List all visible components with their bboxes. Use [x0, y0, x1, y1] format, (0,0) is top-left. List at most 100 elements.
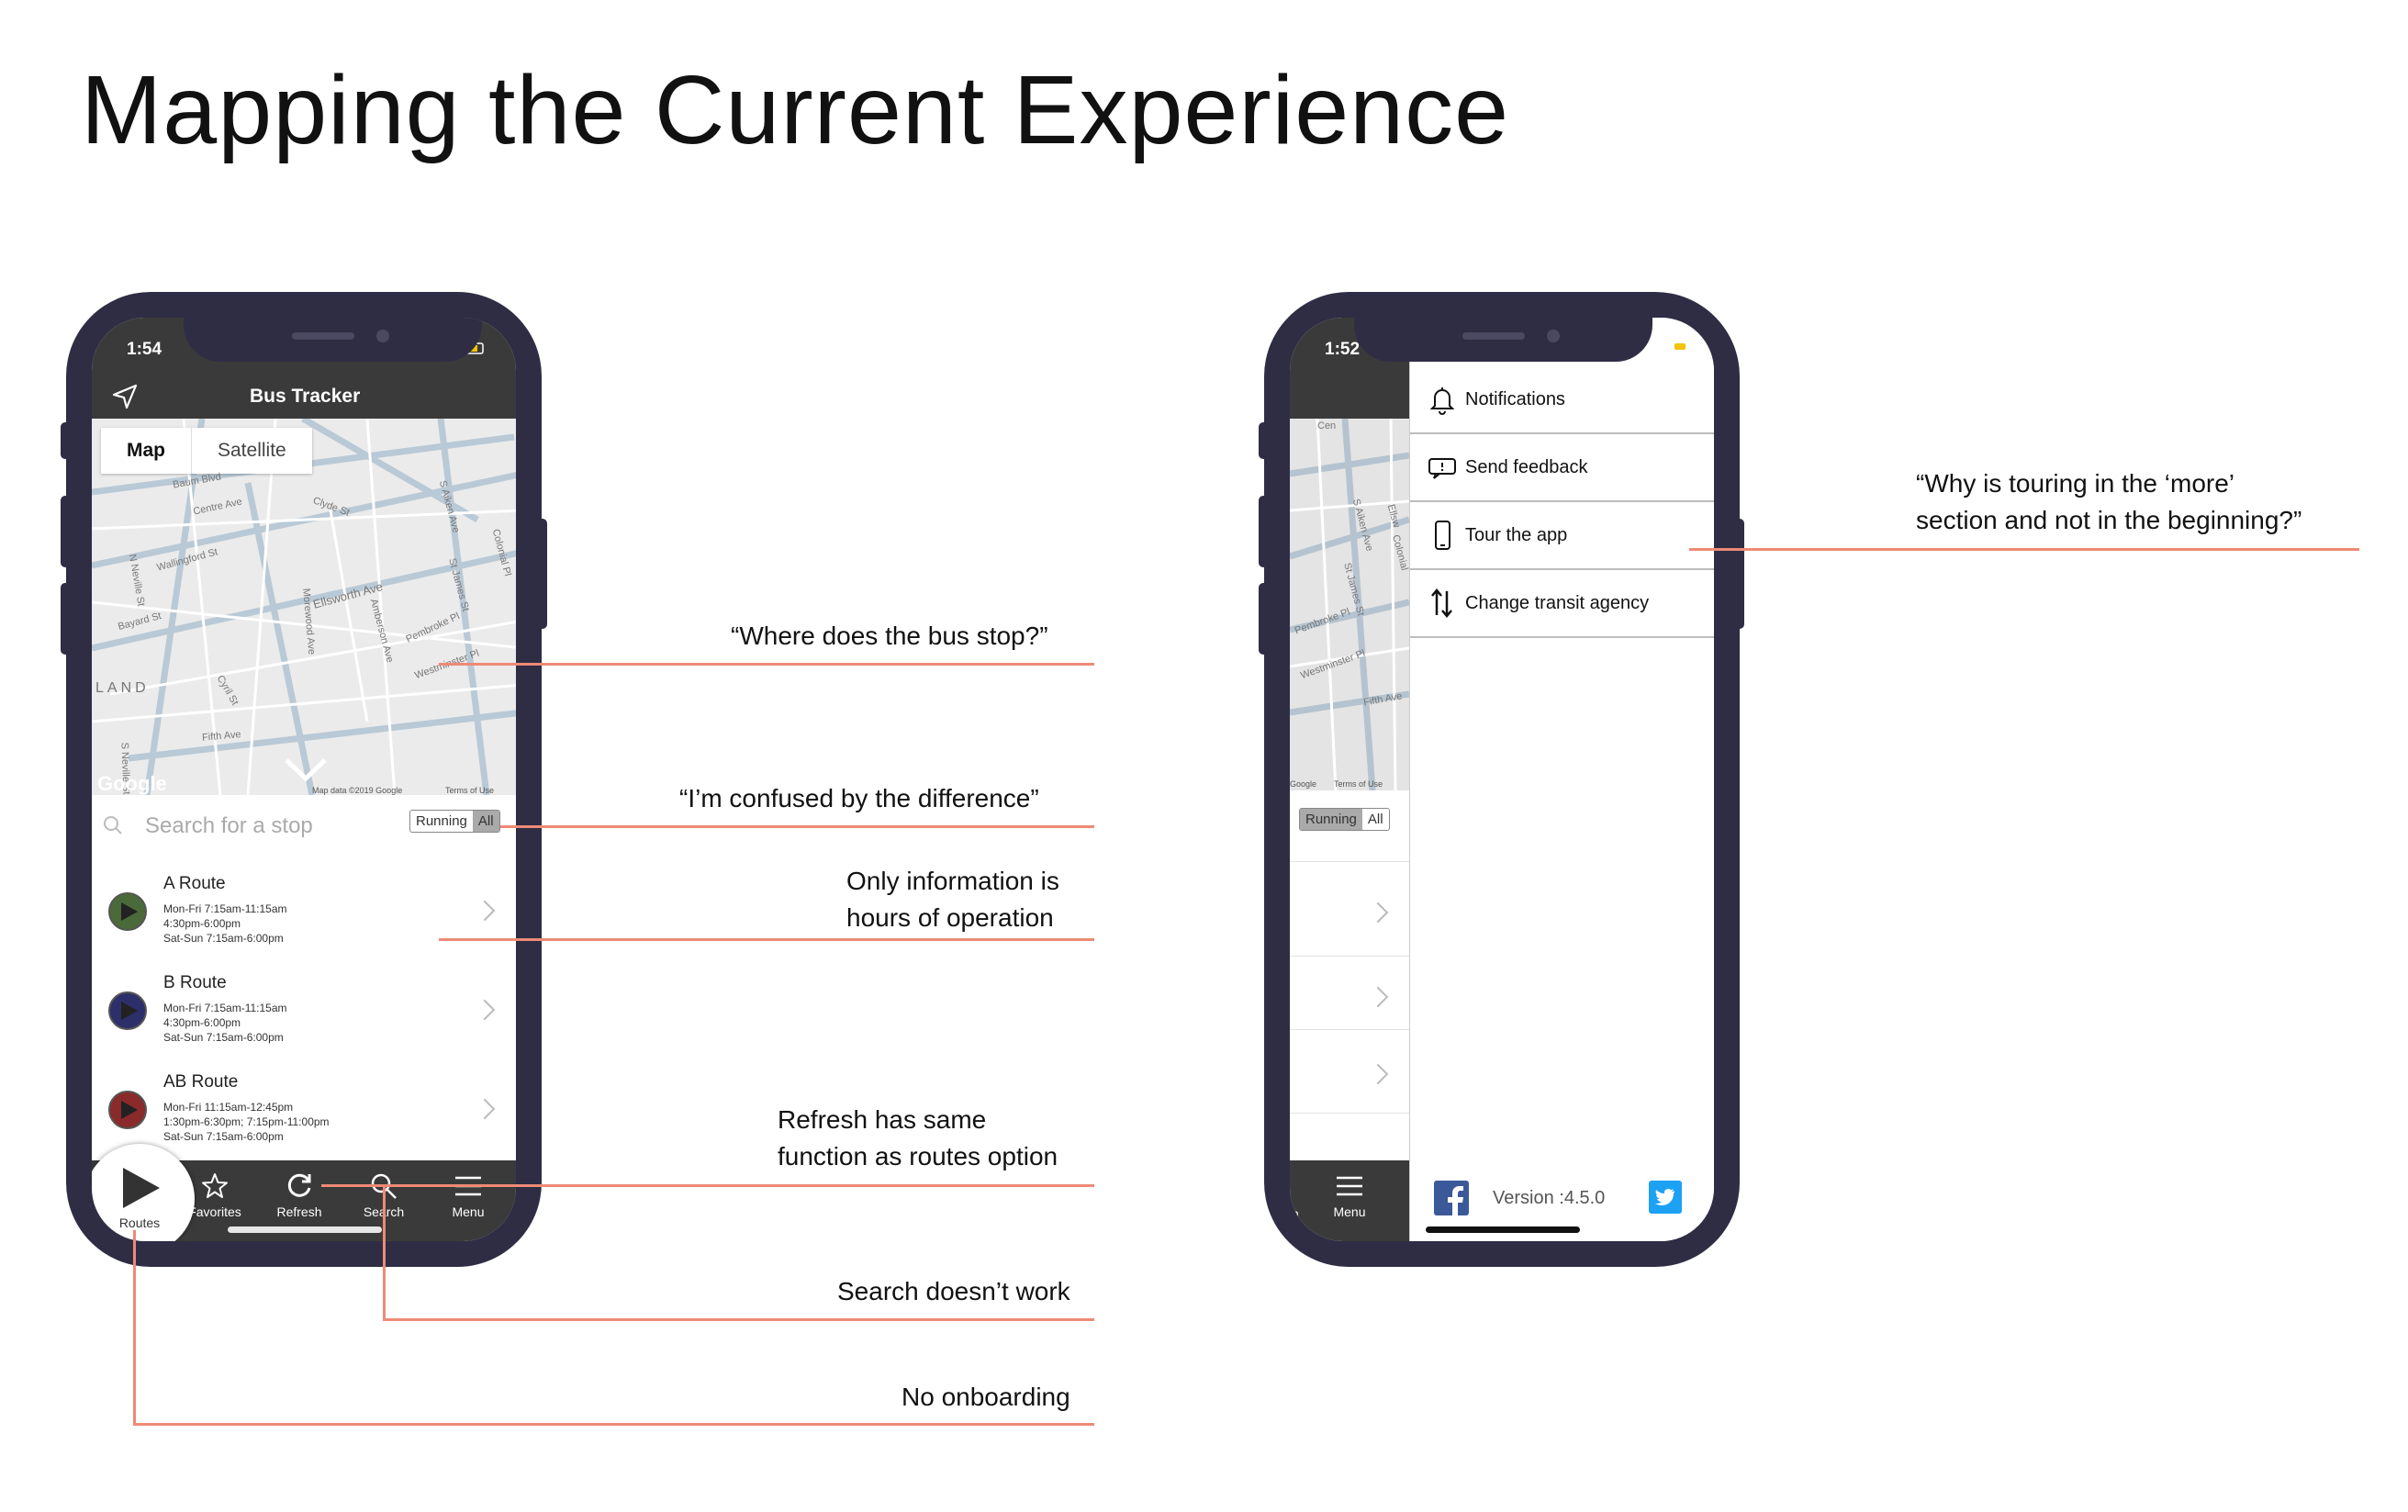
annotation-onboarding: No onboarding [902, 1383, 1070, 1411]
divider [1290, 861, 1409, 862]
map-view[interactable]: Map Satellite Centre Ave Ellsworth Ave B… [92, 419, 516, 795]
filter-running[interactable]: Running [416, 813, 467, 829]
menu-item-change-transit-agency[interactable]: Change transit agency [1410, 569, 1714, 638]
tab-menu[interactable]: Menu [427, 1171, 510, 1219]
filter-all[interactable]: All [1367, 812, 1383, 827]
route-name: AB Route [163, 1072, 239, 1092]
chevron-right-icon [1367, 986, 1389, 1008]
map-terms-link: Terms of Use [1334, 779, 1383, 789]
phone-icon [1435, 521, 1450, 550]
annotation-touring-2: section and not in the beginning?” [1916, 506, 2302, 534]
chevron-right-icon [1367, 1063, 1389, 1085]
star-icon [202, 1173, 228, 1198]
twitter-icon[interactable] [1649, 1181, 1682, 1214]
chevron-right-icon [1367, 902, 1389, 924]
routes-play-icon [123, 1168, 160, 1208]
google-logo: Google [1290, 779, 1317, 789]
annotation-info-2: hours of operation [846, 903, 1054, 932]
chevron-right-icon [474, 900, 496, 922]
annotation-line [439, 663, 1094, 666]
tab-routes[interactable]: Routes [92, 1144, 195, 1241]
phone-screen-right: 1:52 S Aiken Ave St James St Pembroke Pl… [1290, 318, 1714, 1241]
annotation-touring-1: “Why is touring in the ‘more’ [1916, 469, 2235, 498]
route-hours: Sat-Sun 7:15am-6:00pm [163, 1130, 284, 1143]
menu-label: Change transit agency [1465, 593, 1650, 613]
tab-label: Menu [1333, 1204, 1366, 1219]
menu-item-notifications[interactable]: Notifications [1410, 365, 1714, 434]
running-filter: Running All [1299, 808, 1390, 831]
annotation-bus-stop: “Where does the bus stop?” [731, 622, 1048, 650]
map-terms-link[interactable]: Terms of Use [445, 786, 495, 795]
phone-screen-left: 1:54 Bus Tracker [92, 318, 516, 1241]
divider [1290, 1029, 1409, 1030]
route-hours: 4:30pm-6:00pm [163, 917, 241, 930]
route-arrow-icon [121, 902, 138, 921]
app-title: Bus Tracker [250, 386, 361, 407]
annotation-line [383, 1318, 1094, 1321]
chevron-right-icon [474, 1098, 496, 1120]
location-arrow-icon[interactable] [110, 382, 140, 411]
route-row[interactable]: B Route Mon-Fri 7:15am-11:15am 4:30pm-6:… [92, 960, 516, 1060]
tab-satellite[interactable]: Satellite [218, 440, 286, 461]
route-row[interactable]: A Route Mon-Fri 7:15am-11:15am 4:30pm-6:… [92, 861, 516, 961]
annotation-info-1: Only information is [846, 867, 1059, 895]
menu-drawer: Notifications Send feedback Tour the app… [1409, 318, 1714, 1241]
route-hours: Mon-Fri 7:15am-11:15am [163, 1002, 287, 1014]
app-version: Version :4.5.0 [1493, 1188, 1606, 1208]
running-filter: Running All [409, 810, 500, 833]
tab-menu[interactable]: Menu [1320, 1171, 1379, 1219]
filter-all[interactable]: All [472, 811, 499, 832]
annotation-line [439, 938, 1094, 941]
phone-frame-right: 1:52 S Aiken Ave St James St Pembroke Pl… [1264, 292, 1740, 1267]
annotation-search: Search doesn’t work [837, 1277, 1070, 1305]
route-hours: Mon-Fri 11:15am-12:45pm [163, 1101, 294, 1114]
annotation-line [133, 1230, 136, 1426]
route-hours: Sat-Sun 7:15am-6:00pm [163, 1031, 284, 1044]
map-type-tabs: Map Satellite [101, 428, 312, 474]
battery-icon [1674, 343, 1686, 350]
swap-arrows-icon [1431, 588, 1452, 618]
home-indicator[interactable] [1426, 1226, 1580, 1233]
route-arrow-icon [121, 1101, 138, 1119]
page-title: Mapping the Current Experience [81, 56, 1510, 164]
annotation-line [321, 1184, 1094, 1187]
route-name: B Route [163, 973, 227, 992]
feedback-icon [1428, 458, 1456, 479]
tab-favorites[interactable]: Favorites [174, 1171, 256, 1219]
tab-label: Routes [118, 1215, 161, 1230]
notch-camera [1547, 330, 1560, 342]
route-hours: Sat-Sun 7:15am-6:00pm [163, 932, 284, 945]
annotation-confused: “I’m confused by the difference” [679, 784, 1039, 812]
route-row[interactable]: AB Route Mon-Fri 11:15am-12:45pm 1:30pm-… [92, 1059, 516, 1161]
bell-icon [1429, 387, 1455, 415]
tab-refresh[interactable]: Refresh [258, 1171, 341, 1219]
filter-running[interactable]: Running [1300, 809, 1362, 830]
facebook-icon[interactable] [1434, 1181, 1469, 1215]
tab-label: Refresh [276, 1204, 322, 1219]
route-arrow-icon [121, 1002, 138, 1020]
chevron-right-icon [474, 999, 496, 1021]
route-name: A Route [163, 874, 226, 893]
menu-label: Send feedback [1465, 457, 1588, 477]
divider [1290, 956, 1409, 957]
phone-notch [1354, 318, 1652, 362]
tab-map[interactable]: Map [101, 428, 192, 474]
annotation-line [1689, 548, 2359, 551]
search-icon [371, 1173, 397, 1199]
menu-item-tour-the-app[interactable]: Tour the app [1410, 501, 1714, 570]
notch-camera [376, 330, 389, 342]
home-indicator[interactable] [228, 1226, 382, 1233]
map-streets [1290, 419, 1409, 790]
hamburger-menu-icon [1337, 1176, 1362, 1196]
tab-label: Menu [452, 1204, 485, 1219]
map-attribution: Map data ©2019 Google [312, 786, 403, 795]
annotation-line [383, 1186, 386, 1321]
menu-item-send-feedback[interactable]: Send feedback [1410, 433, 1714, 502]
collapse-map-icon[interactable] [283, 756, 329, 784]
phone-frame-left: 1:54 Bus Tracker [66, 292, 542, 1267]
route-play-icon [108, 991, 147, 1030]
menu-label: Tour the app [1465, 525, 1568, 545]
search-input[interactable]: Search for a stop [145, 813, 313, 838]
tab-label: Favorites [188, 1204, 241, 1219]
map-label: LAND [95, 680, 150, 696]
